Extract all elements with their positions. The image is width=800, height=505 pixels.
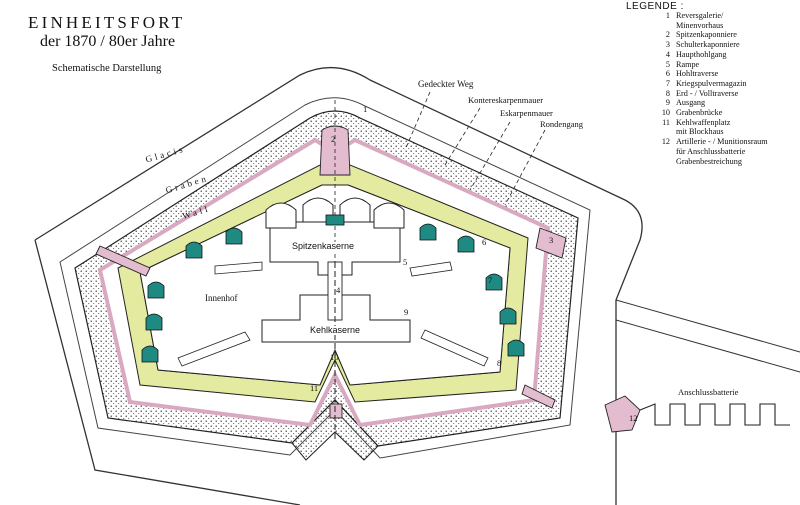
plan-number-8: 8 [497, 358, 502, 368]
ramps [177, 261, 489, 367]
legend-text: Hohltraverse [676, 69, 719, 79]
legend-item: 12 Artillerie - / Munitionsraum für Ansch… [654, 137, 800, 166]
plan-number-7: 7 [488, 275, 493, 285]
plan-number-11: 11 [310, 383, 319, 393]
legend-number: 4 [665, 49, 670, 59]
legend-text: Kehlwaffenplatz mit Blockhaus [676, 117, 731, 137]
legend-text: Reversgalerie/ Minenvorhaus [676, 11, 724, 30]
legend-number: 10 [661, 108, 670, 118]
glacis-outline [34, 66, 643, 505]
legend-text: Grabenbrücke [676, 108, 723, 118]
plan-title: EINHEITSFORT [28, 13, 186, 32]
legend-item: 8 Erd - / Volltraverse [654, 89, 800, 99]
legend-number: 6 [665, 69, 670, 79]
plan-subtitle: der 1870 / 80er Jahre [40, 33, 176, 50]
legend-text: Erd - / Volltraverse [676, 88, 739, 98]
label-kontereskarpenmauer: Kontereskarpenmauer [468, 95, 544, 105]
plan-number-6: 6 [482, 237, 487, 247]
plan-caption: Schematische Darstellung [52, 63, 162, 74]
plan-number-3: 3 [549, 235, 554, 245]
plan-number-12: 12 [629, 413, 638, 423]
legend-item: 4 Haupthohlgang [654, 50, 800, 60]
label-eskarpenmauer: Eskarpenmauer [500, 108, 553, 118]
legend-number: 9 [665, 98, 670, 108]
label-rondengang: Rondengang [540, 119, 583, 129]
label-gedeckter-weg: Gedeckter Weg [418, 79, 474, 89]
plan-number-4: 4 [336, 285, 341, 295]
legend-item: 3 Schulterkaponniere [654, 40, 800, 50]
hollow-traverses [141, 214, 525, 363]
legend-text: Artillerie - / Munitionsraum für Anschlu… [676, 137, 768, 166]
casemate-arches [265, 197, 405, 229]
legend-item: 2 Spitzenkaponniere [654, 30, 800, 40]
glacis-bottom-left [34, 239, 301, 505]
legend-number: 3 [665, 40, 670, 50]
legend-heading: LEGENDE : [626, 1, 684, 12]
legend-number: 7 [665, 78, 670, 88]
legend-number: 1 [665, 11, 670, 20]
legend-number: 11 [662, 117, 670, 127]
plan-number-5: 5 [403, 257, 408, 267]
legend-item: 10 Grabenbrücke [654, 108, 800, 118]
legend-item: 11 Kehlwaffenplatz mit Blockhaus [654, 118, 800, 137]
legend-number: 2 [665, 30, 670, 40]
legend-item: 7 Kriegspulvermagazin [654, 79, 800, 89]
plan-number-10: 10 [330, 352, 339, 362]
legend-text: Rampe [676, 59, 700, 69]
legend-number: 8 [665, 88, 670, 98]
legend-text: Haupthohlgang [676, 49, 727, 59]
plan-number-1: 1 [363, 104, 368, 114]
leader-lines [404, 91, 546, 206]
label-kehlkaserne: Kehlkaserne [308, 325, 363, 335]
legend-text: Schulterkaponniere [676, 40, 740, 50]
legend-item: 1 Reversgalerie/ Minenvorhaus [654, 11, 800, 30]
legend-item: 5 Rampe [654, 60, 800, 70]
plan-number-2: 2 [331, 134, 336, 144]
legend-text: Spitzenkaponniere [676, 30, 737, 40]
legend-text: Ausgang [676, 98, 706, 108]
legend-number: 12 [661, 137, 670, 147]
legend-item: 6 Hohltraverse [654, 69, 800, 79]
label-anschlussbatterie: Anschlussbatterie [678, 387, 739, 397]
legend-item: 9 Ausgang [654, 98, 800, 108]
connecting-battery [639, 403, 790, 426]
plan-number-9: 9 [404, 307, 409, 317]
label-innenhof: Innenhof [205, 293, 238, 303]
legend-text: Kriegspulvermagazin [676, 78, 747, 88]
label-spitzenkaserne: Spitzenkaserne [290, 241, 357, 251]
legend: 1 Reversgalerie/ Minenvorhaus 2 Spitzenkap… [654, 11, 800, 166]
masonry-elements [95, 125, 641, 433]
legend-number: 5 [665, 59, 670, 69]
